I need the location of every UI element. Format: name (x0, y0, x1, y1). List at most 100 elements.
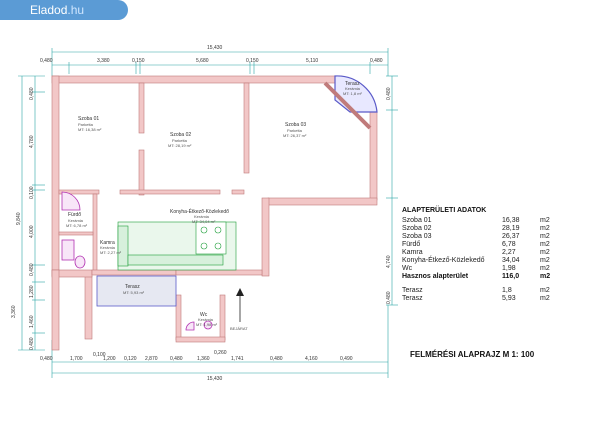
dim-bottom-5: 0,480 (170, 356, 183, 362)
table-extra-value-0: 1,8 (502, 287, 512, 294)
dim-top-6: 0,480 (370, 58, 383, 64)
table-extra-value-1: 5,93 (502, 295, 516, 302)
table-extra-name-0: Terasz (402, 287, 423, 294)
table-row-unit-4: m2 (540, 249, 550, 256)
room-area-7: MT: 1,8 m² (343, 91, 363, 96)
dim-bottom-9: 4,160 (305, 356, 318, 362)
room-area-0: MT: 16,38 m² (78, 127, 102, 132)
dim-left-4: 0,480 (29, 263, 35, 276)
room-name-4: Kamra (100, 240, 115, 246)
table-row-name-0: Szoba 01 (402, 217, 432, 224)
walls (51, 75, 378, 351)
table-total-unit: m2 (540, 273, 550, 280)
table-row-value-6: 1,98 (502, 265, 516, 272)
top-dimensions (51, 48, 389, 76)
room-name-2: Szoba 03 (285, 122, 306, 128)
dim-top-4: 0,150 (246, 58, 259, 64)
right-dimensions (386, 75, 398, 306)
table-extra-name-1: Terasz (402, 295, 423, 302)
dim-left-2: 0,100 (29, 186, 35, 199)
dim-bottom-1: 1,700 (70, 356, 83, 362)
lower-terrace (96, 275, 177, 307)
dim-right-2: 0,480 (386, 291, 392, 304)
dim-top-2: 0,150 (132, 58, 145, 64)
table-row-name-2: Szoba 03 (402, 233, 432, 240)
room-floor-2: Parketta (287, 128, 303, 133)
dim-bottom-8: 0,480 (270, 356, 283, 362)
table-row-unit-3: m2 (540, 241, 550, 248)
dim-bottom-3: 0,120 (124, 356, 137, 362)
table-row-value-2: 26,37 (502, 233, 520, 240)
dim-right-0: 0,480 (386, 87, 392, 100)
left-dimensions (18, 75, 45, 351)
brand-suffix: .hu (67, 3, 85, 17)
dim-bottom-4: 2,870 (145, 356, 158, 362)
room-floor-3: Kerámia (68, 218, 84, 223)
table-row-value-5: 34,04 (502, 257, 520, 264)
dim-bottom-small-0: 0,100 (93, 352, 106, 358)
entrance-label: BEJÁRAT (230, 326, 248, 331)
table-row-value-0: 16,38 (502, 217, 520, 224)
room-name-1: Szoba 02 (170, 132, 191, 138)
room-area-8: MT: 1,98 m² (196, 322, 218, 327)
room-name-0: Szoba 01 (78, 116, 99, 122)
table-row-value-4: 2,27 (502, 249, 516, 256)
room-name-5: Konyha-Étkező-Közlekedő (170, 208, 229, 215)
kitchen-zone (117, 221, 237, 271)
dim-left-5: 1,280 (29, 285, 35, 298)
dim-left-0: 0,480 (29, 87, 35, 100)
dim-left-total: 9,840 (16, 212, 22, 225)
dim-top-5: 5,110 (306, 58, 318, 64)
dim-bottom-0: 0,480 (40, 356, 53, 362)
table-row-name-3: Fürdő (402, 241, 420, 248)
table-row-name-4: Kamra (402, 249, 423, 256)
table-row-value-3: 6,78 (502, 241, 516, 248)
dim-left-1: 4,780 (29, 135, 35, 148)
room-floor-1: Parketta (172, 138, 188, 143)
table-total-value: 116,0 (502, 273, 519, 280)
room-area-6: MT: 5,93 m² (123, 290, 145, 295)
room-area-5: MT: 34,04 m² (192, 219, 216, 224)
plan-title: FELMÉRÉSI ALAPRAJZ M 1: 100 (410, 350, 535, 359)
room-name-6: Terasz (125, 284, 140, 290)
room-name-8: Wc (200, 312, 208, 318)
dim-top-total: 15,430 (207, 45, 223, 51)
table-row-unit-6: m2 (540, 265, 550, 272)
dim-bottom-10: 0,490 (340, 356, 353, 362)
room-area-2: MT: 26,37 m² (283, 133, 307, 138)
table-row-unit-5: m2 (540, 257, 550, 264)
bottom-dimensions (51, 305, 389, 378)
room-name-3: Fürdő (68, 212, 81, 218)
dim-top-1: 3,380 (97, 58, 110, 64)
table-row-name-1: Szoba 02 (402, 225, 432, 232)
dim-bottom-6: 1,360 (197, 356, 210, 362)
table-row-unit-1: m2 (540, 225, 550, 232)
room-name-7: Terasz (345, 81, 360, 87)
table-row-value-1: 28,19 (502, 225, 520, 232)
table-row-name-5: Konyha-Étkező-Közlekedő (402, 255, 485, 264)
table-heading: ALAPTERÜLETI ADATOK (402, 205, 486, 214)
dim-right-1: 4,740 (386, 255, 392, 268)
entrance-marker (236, 288, 244, 322)
diagonal-wall (323, 81, 372, 130)
dim-top-3: 5,680 (196, 58, 209, 64)
table-row-unit-0: m2 (540, 217, 550, 224)
site-logo[interactable]: Eladod.hu (0, 0, 128, 20)
room-floor-5: Kerámia (194, 214, 210, 219)
room-floor-4: Kerámia (100, 245, 116, 250)
room-floor-8: Kerámia (198, 317, 214, 322)
bathroom-fixtures (61, 191, 86, 269)
room-floor-0: Parketta (78, 122, 94, 127)
room-floor-7: Kerámia (345, 86, 361, 91)
dim-top-0: 0,480 (40, 58, 53, 64)
dim-left-6: 3,360 (11, 305, 17, 318)
room-area-3: MT: 6,78 m² (66, 223, 88, 228)
dim-left-8: 0,480 (29, 337, 35, 350)
brand-name: Eladod (30, 3, 68, 17)
dim-bottom-total: 15,430 (207, 376, 223, 382)
table-row-unit-2: m2 (540, 233, 550, 240)
dim-bottom-2: 1,200 (103, 356, 116, 362)
dim-bottom-small-1: 0,260 (214, 350, 227, 356)
dim-left-3: 4,000 (29, 225, 35, 238)
